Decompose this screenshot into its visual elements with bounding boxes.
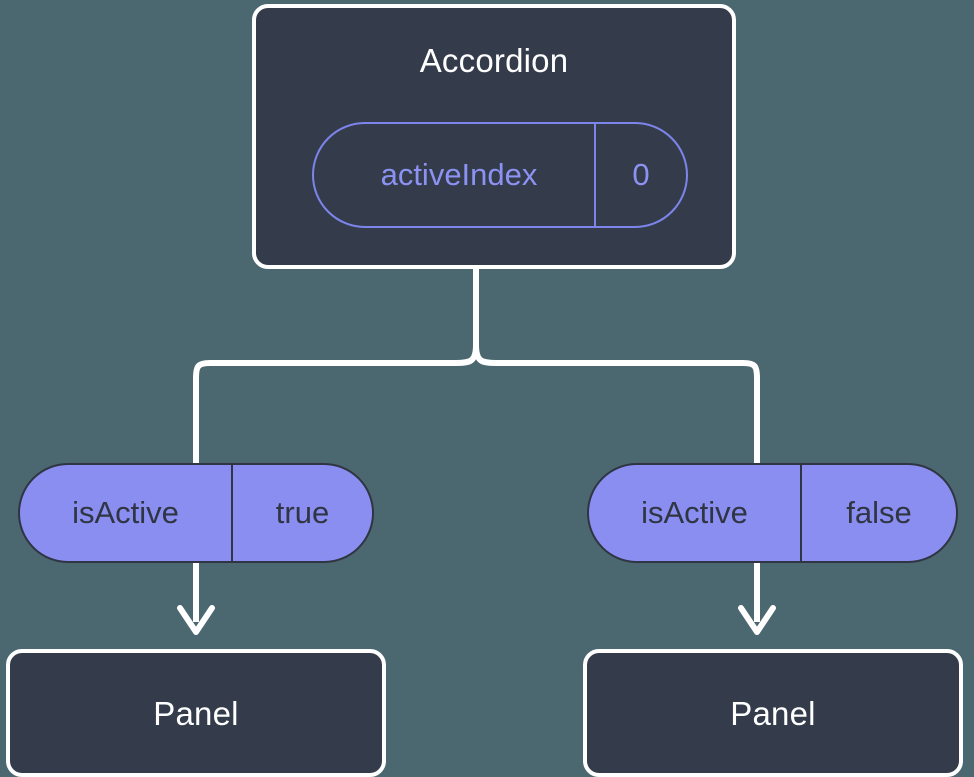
right-prop-value: false — [846, 495, 912, 530]
left-panel-node[interactable]: Panel — [6, 649, 386, 777]
accordion-node[interactable]: Accordion activeIndex 0 — [252, 4, 736, 269]
accordion-state-pill[interactable]: activeIndex 0 — [312, 122, 688, 228]
left-panel-title: Panel — [153, 694, 239, 732]
right-panel-title: Panel — [730, 694, 816, 732]
arrow-right-head — [738, 605, 776, 635]
connector-brace — [193, 342, 479, 473]
right-prop-pill[interactable]: isActive false — [587, 463, 958, 563]
left-prop-pill[interactable]: isActive true — [18, 463, 374, 563]
left-prop-value: true — [275, 495, 330, 530]
right-panel-node[interactable]: Panel — [583, 649, 963, 777]
accordion-title: Accordion — [419, 42, 569, 79]
arrow-left-head — [177, 605, 215, 635]
connector-brace-right — [473, 342, 760, 473]
accordion-state-key: activeIndex — [380, 157, 538, 192]
accordion-state-value: 0 — [594, 124, 686, 226]
left-prop-key: isActive — [20, 465, 233, 561]
right-prop-key: isActive — [589, 465, 802, 561]
